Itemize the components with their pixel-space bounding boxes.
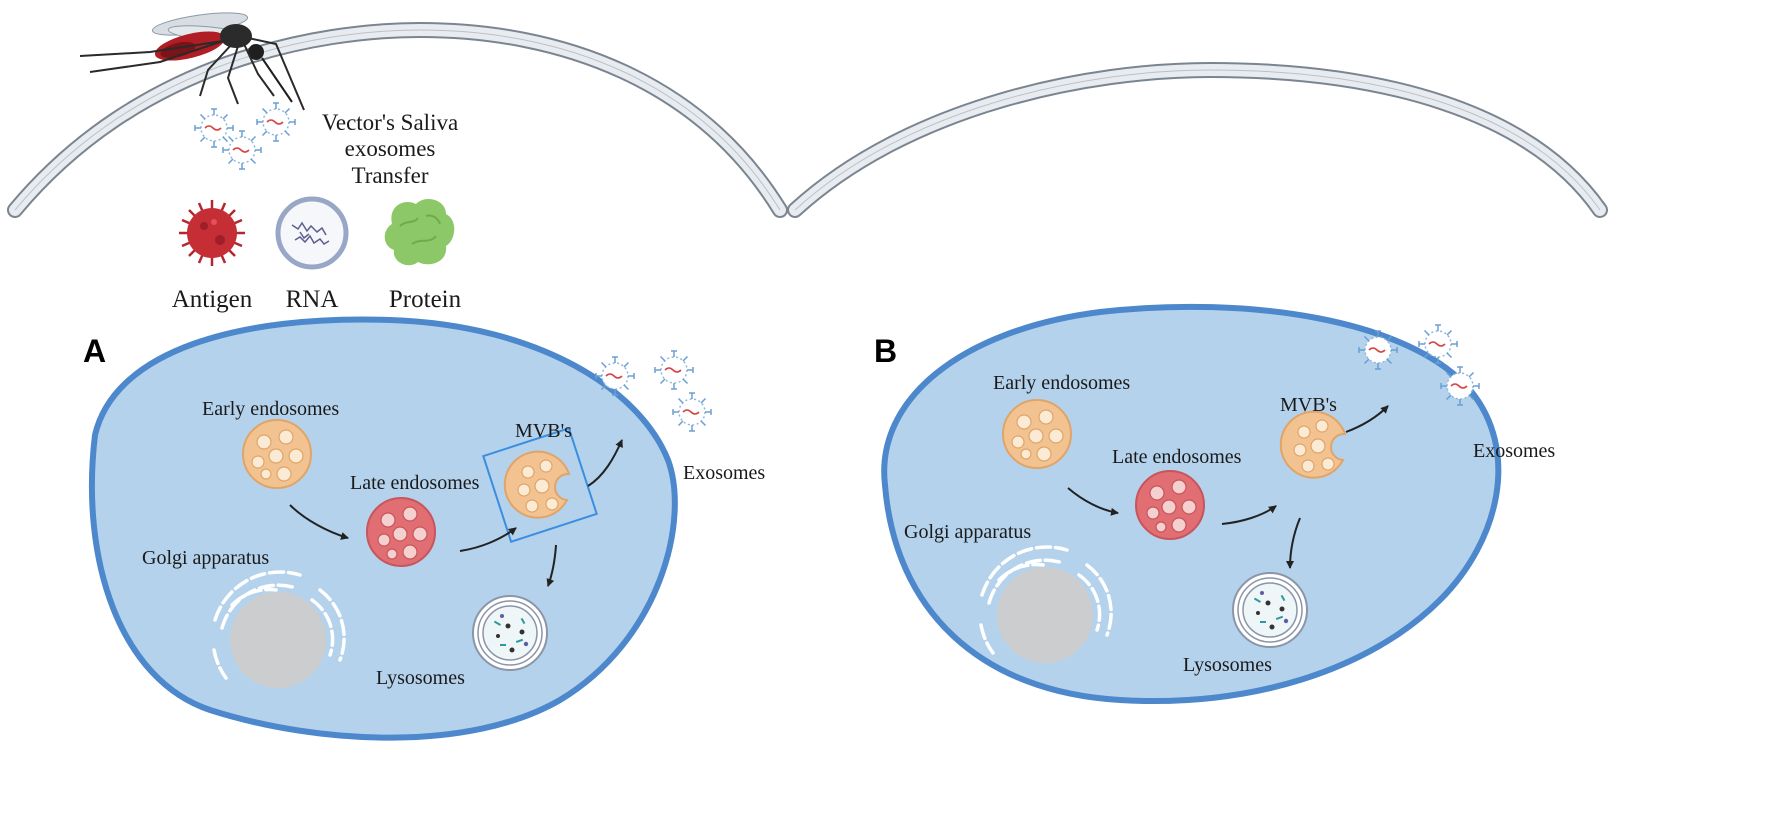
lysosome-a bbox=[472, 595, 548, 671]
golgi-label-a: Golgi apparatus bbox=[142, 547, 270, 569]
exosome-b bbox=[1358, 330, 1398, 370]
mvb-label-a: MVB's bbox=[515, 420, 572, 442]
exosome-b bbox=[1440, 366, 1480, 406]
arrow-late-to-mvb-a bbox=[459, 527, 517, 552]
nucleus-b bbox=[997, 567, 1093, 663]
early-endosomes-label-a: Early endosomes bbox=[202, 398, 340, 420]
mvb-b bbox=[1279, 410, 1347, 479]
host-membrane-a bbox=[7, 21, 788, 218]
saliva-label-line-2: exosomes bbox=[344, 136, 436, 162]
late-endosomes-label-a: Late endosomes bbox=[350, 472, 480, 494]
exosome-a bbox=[595, 356, 635, 396]
protein-label: Protein bbox=[388, 286, 462, 313]
mvb-label-b: MVB's bbox=[1280, 394, 1337, 416]
rna-icon bbox=[275, 196, 349, 270]
saliva-transfer-label: Vector's Saliva exosomes Transfer bbox=[300, 110, 480, 189]
antigen-label: Antigen bbox=[171, 286, 253, 313]
arrow-early-to-late-b bbox=[1067, 487, 1119, 516]
saliva-exosome bbox=[194, 108, 234, 148]
exosomes-label-b: Exosomes bbox=[1473, 440, 1556, 462]
protein-icon bbox=[384, 199, 455, 266]
arrow-late-to-mvb-b bbox=[1221, 505, 1277, 525]
golgi-apparatus-a bbox=[212, 570, 346, 680]
panel-label-a: A bbox=[83, 333, 107, 369]
arrow-mvb-to-exosomes-a bbox=[587, 439, 623, 487]
mosquito-icon bbox=[79, 12, 305, 111]
mvb-a bbox=[503, 450, 571, 519]
exosome-a bbox=[654, 350, 694, 390]
lysosomes-label-a: Lysosomes bbox=[376, 667, 465, 689]
rna-label: RNA bbox=[285, 286, 339, 313]
nucleus-a bbox=[230, 592, 326, 688]
saliva-label-line-3: Transfer bbox=[351, 162, 429, 188]
exosome-b bbox=[1418, 324, 1458, 364]
arrow-mvb-to-exosomes-b bbox=[1345, 405, 1389, 433]
lysosomes-label-b: Lysosomes bbox=[1183, 654, 1272, 676]
antigen-icon bbox=[179, 200, 245, 266]
arrow-mvb-to-lysosome-b bbox=[1286, 517, 1301, 569]
host-membrane-b bbox=[787, 61, 1608, 218]
late-endosomes-label-b: Late endosomes bbox=[1112, 446, 1242, 468]
mvb-highlight-box bbox=[482, 427, 598, 543]
lysosome-b bbox=[1232, 572, 1308, 648]
exosome-a bbox=[672, 392, 712, 432]
late-endosome-b bbox=[1135, 470, 1205, 540]
golgi-label-b: Golgi apparatus bbox=[904, 521, 1032, 543]
arrow-mvb-to-lysosome-a bbox=[546, 544, 557, 587]
saliva-exosome bbox=[222, 130, 262, 170]
arrow-early-to-late-a bbox=[289, 504, 349, 540]
saliva-exosome bbox=[256, 102, 296, 142]
golgi-apparatus-b bbox=[979, 545, 1113, 655]
early-endosome-b bbox=[1002, 399, 1072, 469]
early-endosomes-label-b: Early endosomes bbox=[993, 372, 1131, 394]
panel-label-b: B bbox=[874, 333, 898, 369]
saliva-label-line-1: Vector's Saliva bbox=[321, 110, 459, 135]
exosomes-label-a: Exosomes bbox=[683, 462, 766, 484]
early-endosome-a bbox=[242, 419, 312, 489]
late-endosome-a bbox=[366, 497, 436, 567]
